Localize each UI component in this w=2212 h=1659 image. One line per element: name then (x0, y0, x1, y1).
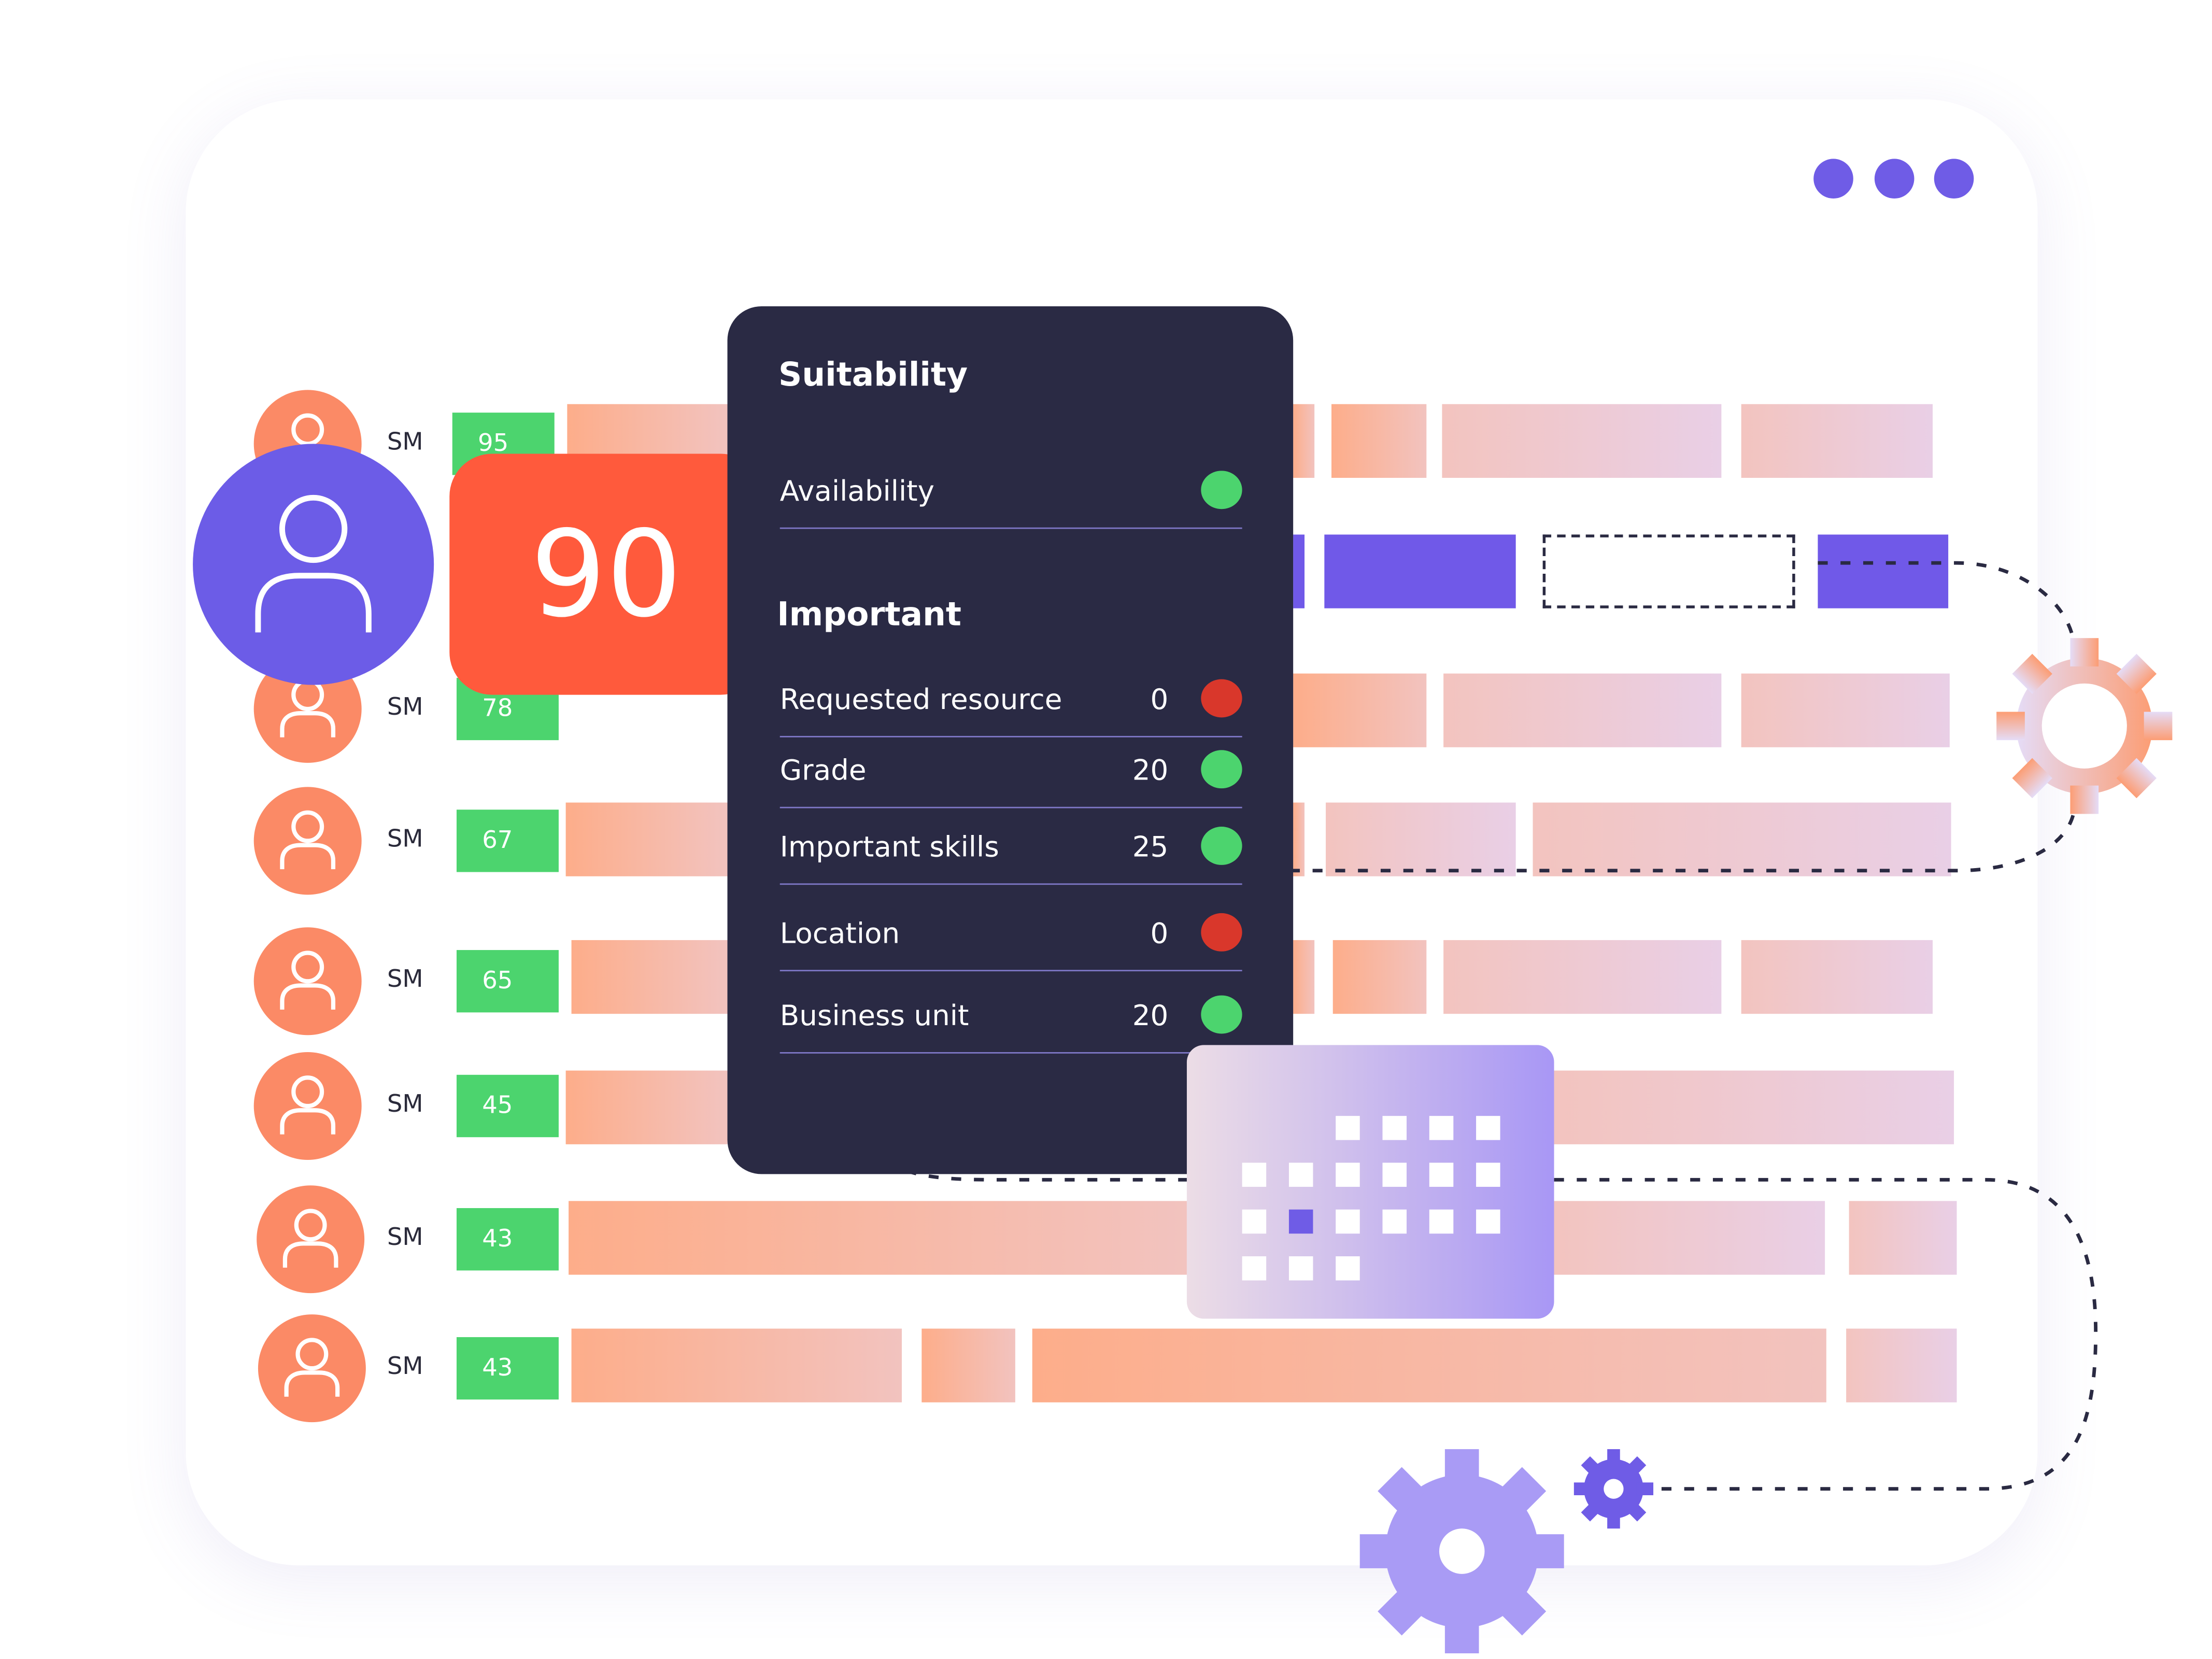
user-initials: SM (387, 1224, 423, 1252)
criteria-row: Requested resource 0 (779, 665, 1242, 738)
status-red-icon (1201, 913, 1242, 952)
criteria-row: Location 0 (779, 899, 1242, 972)
calendar-day (1429, 1162, 1454, 1187)
user-icon (280, 1075, 336, 1135)
user-initials: SM (387, 966, 423, 994)
user-avatar[interactable] (253, 1052, 362, 1160)
calendar-day (1382, 1209, 1407, 1234)
calendar-day (1476, 1209, 1500, 1234)
calendar-day (1288, 1209, 1313, 1234)
match-score-badge: 43 (456, 1337, 559, 1400)
calendar-day (1476, 1116, 1500, 1140)
user-avatar[interactable] (257, 1185, 365, 1294)
calendar-day (1336, 1116, 1360, 1140)
criteria-row: Business unit 20 (779, 981, 1242, 1054)
user-icon (255, 494, 372, 633)
calendar-day (1382, 1116, 1407, 1140)
section-title: Important (777, 597, 961, 634)
status-green-icon (1201, 995, 1242, 1034)
user-initials: SM (387, 1353, 423, 1381)
calendar-day (1242, 1209, 1267, 1234)
suitability-score: 90 (449, 453, 763, 695)
status-green-icon (1201, 827, 1242, 865)
user-avatar[interactable] (258, 1314, 366, 1423)
status-red-icon (1201, 679, 1242, 718)
window-dot (1934, 159, 1974, 199)
calendar-day (1382, 1162, 1407, 1187)
user-avatar[interactable] (253, 927, 362, 1036)
user-avatar[interactable] (253, 787, 362, 895)
calendar-day (1288, 1162, 1313, 1187)
status-green-icon (1201, 471, 1242, 509)
availability-row: Availability (779, 457, 1242, 529)
match-score-badge: 65 (456, 950, 559, 1013)
user-icon (280, 951, 336, 1010)
match-score-badge: 45 (456, 1074, 559, 1138)
calendar-icon (1186, 1045, 1554, 1319)
calendar-day (1288, 1256, 1313, 1281)
match-score-badge: 43 (456, 1208, 559, 1271)
gear-icon (1359, 1449, 1564, 1654)
user-icon (284, 1338, 340, 1397)
user-initials: SM (387, 693, 423, 722)
user-icon (282, 1209, 338, 1268)
calendar-day (1429, 1209, 1454, 1234)
gear-icon (1996, 638, 2173, 814)
match-score-badge: 67 (456, 810, 559, 872)
calendar-day (1429, 1116, 1454, 1140)
calendar-day (1242, 1256, 1267, 1281)
user-icon (280, 810, 336, 870)
user-initials: SM (387, 1090, 423, 1119)
criteria-row: Important skills 25 (779, 813, 1242, 885)
criteria-row: Grade 20 (779, 736, 1242, 809)
suitability-panel: Suitability Availability Important Reque… (727, 306, 1294, 1174)
calendar-day (1242, 1162, 1267, 1187)
user-initials: SM (387, 428, 423, 457)
selected-user-avatar[interactable] (193, 444, 434, 685)
status-green-icon (1201, 750, 1242, 789)
window-dot (1874, 159, 1915, 199)
calendar-day (1476, 1162, 1500, 1187)
calendar-day (1336, 1256, 1360, 1281)
panel-title: Suitability (778, 357, 968, 394)
user-initials: SM (387, 825, 423, 854)
calendar-day (1336, 1209, 1360, 1234)
gear-icon (1573, 1449, 1654, 1529)
window-dot (1813, 159, 1853, 199)
calendar-day (1336, 1162, 1360, 1187)
